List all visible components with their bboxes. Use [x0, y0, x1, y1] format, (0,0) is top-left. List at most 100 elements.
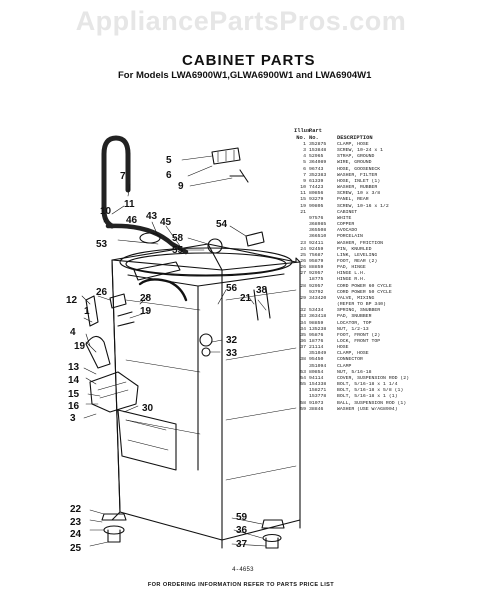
- illus-no: 5: [303, 160, 306, 166]
- description: BOLT, 5/16-18 x 5/8 (1): [337, 388, 404, 394]
- callout-38: 38: [256, 285, 268, 296]
- header-part: Part: [309, 128, 322, 134]
- illus-no: 29: [300, 295, 306, 301]
- callout-45: 45: [160, 217, 172, 228]
- callout-4: 4: [70, 327, 76, 338]
- part-no: 158271: [309, 388, 327, 394]
- description: NUT, 1/2-13: [337, 326, 369, 332]
- illus-no: 21: [300, 209, 306, 215]
- part-no: 80856: [309, 191, 324, 197]
- description: HINGE L.H.: [337, 271, 366, 277]
- illus-no: 38: [300, 357, 306, 363]
- illus-no: 7: [303, 172, 306, 178]
- description: HINGE R.H.: [337, 277, 366, 283]
- part-no: 95876: [309, 332, 324, 338]
- part-no: 343420: [309, 295, 327, 301]
- description: PAD, HINGE: [337, 265, 366, 271]
- callout-21: 21: [240, 293, 252, 304]
- cabinet: [111, 243, 301, 541]
- illus-no: 26: [300, 258, 306, 264]
- illus-no: 34: [300, 326, 306, 332]
- illus-no: 4: [303, 154, 306, 160]
- callout-28: 28: [140, 293, 152, 304]
- part-no: 352383: [309, 172, 327, 178]
- header-description: DESCRIPTION: [337, 135, 373, 141]
- description: WASHER, FRICTION: [337, 240, 384, 246]
- part-no: 351094: [309, 363, 327, 369]
- callout-13: 13: [68, 362, 80, 373]
- callout-1: 1: [84, 306, 90, 317]
- part-no: 94114: [309, 375, 324, 381]
- description: CLAMP, HOSE: [337, 142, 369, 147]
- callout-15: 15: [68, 389, 80, 400]
- page-title: CABINET PARTS: [182, 52, 316, 69]
- part-no: 368985: [309, 222, 327, 228]
- part-no: 97576: [309, 215, 324, 221]
- part-no: 61339: [309, 178, 324, 184]
- description: COVER, SUSPENSION ROD (2): [337, 375, 409, 381]
- description: NUT, 5/16-18: [337, 369, 372, 375]
- part-no: 53434: [309, 308, 324, 314]
- part-no: 88859: [309, 265, 324, 271]
- part-no: 366510: [309, 234, 327, 240]
- description: PANEL, REAR: [337, 197, 369, 203]
- description: LINK, LEVELING: [337, 252, 378, 258]
- callout-9: 9: [178, 181, 184, 192]
- illus-no: 10: [300, 185, 306, 191]
- description: BOLT, 5/16-18 x 1 1/4: [337, 382, 398, 388]
- part-no: 21114: [309, 345, 324, 351]
- description: PAD, SNUBBER: [337, 314, 372, 320]
- part-no: 93792: [309, 289, 324, 295]
- callout-24: 24: [70, 529, 82, 540]
- part-no: 98859: [309, 320, 324, 326]
- inlet-hose-drawing: [101, 135, 131, 229]
- illus-no: 59: [300, 406, 306, 412]
- callout-59: 59: [236, 512, 248, 523]
- illus-no: 11: [300, 191, 306, 197]
- description: HOSE, GOOSENECK: [337, 166, 381, 172]
- callout-19b: 19: [74, 341, 86, 352]
- illus-no: 34: [300, 320, 306, 326]
- illus-no: 25: [300, 252, 306, 258]
- header-part-no: No.: [309, 135, 319, 141]
- part-no: 38846: [309, 406, 324, 412]
- illus-no: 27: [300, 271, 306, 277]
- header-no: No.: [296, 135, 306, 141]
- part-no: 351049: [309, 351, 327, 357]
- callout-32: 32: [226, 335, 238, 346]
- callout-43: 43: [146, 211, 158, 222]
- illus-no: 1: [303, 142, 306, 147]
- callout-5: 5: [166, 155, 172, 166]
- callout-26: 26: [96, 287, 108, 298]
- part-no: 95879: [309, 258, 324, 264]
- callout-30: 30: [142, 403, 154, 414]
- part-no: 95450: [309, 357, 324, 363]
- description: FOOT, REAR (2): [337, 258, 378, 264]
- callout-58: 58: [172, 233, 184, 244]
- callout-16: 16: [68, 401, 80, 412]
- illus-no: 32: [300, 308, 306, 314]
